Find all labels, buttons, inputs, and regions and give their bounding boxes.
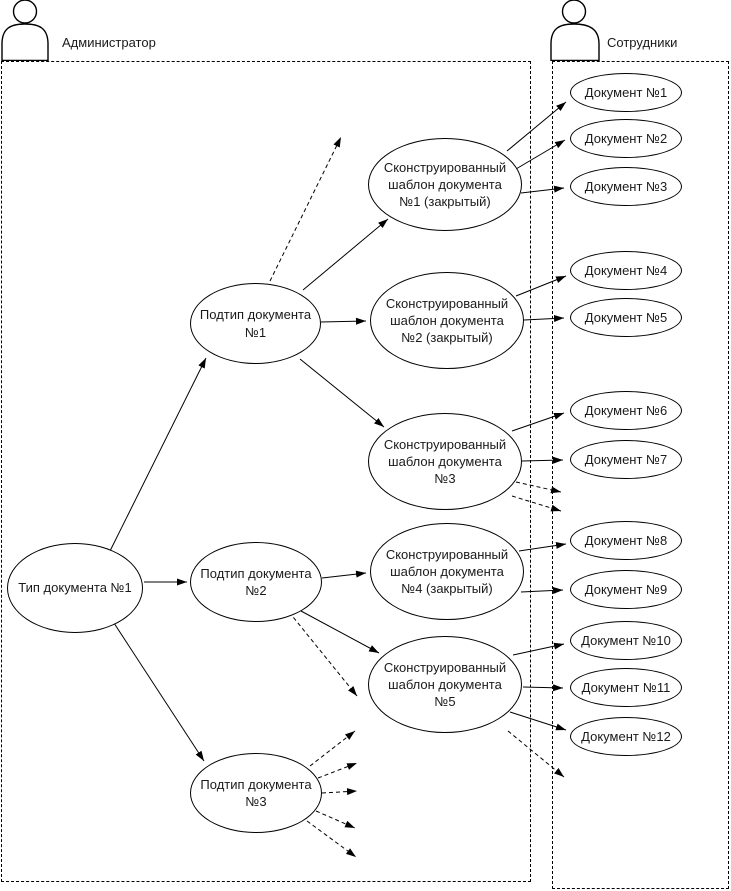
node-doc7: Документ №7	[570, 440, 682, 479]
node-doc10: Документ №10	[570, 621, 682, 660]
edge-tmpl2-doc5	[523, 315, 565, 322]
edge-subtype3-open	[306, 820, 357, 858]
edge-subtype1-tmpl2	[320, 317, 367, 325]
node-doc5: Документ №5	[570, 298, 682, 337]
edge-tmpl5-doc12	[509, 711, 567, 731]
edge-subtype2-tmpl4	[321, 570, 367, 579]
node-doc9: Документ №9	[570, 570, 682, 609]
node-doc12: Документ №12	[570, 717, 682, 756]
edge-subtype1-tmpl3	[299, 358, 385, 428]
node-subtype1: Подтип документа №1	[190, 283, 321, 364]
node-doc4: Документ №4	[570, 251, 682, 290]
node-doc6: Документ №6	[570, 391, 682, 430]
edge-tmpl4-doc8	[518, 542, 567, 552]
staff-label: Сотрудники	[607, 35, 678, 50]
admin-boundary	[1, 61, 531, 882]
edge-tmpl5-open	[507, 730, 565, 778]
edge-subtype3-open	[315, 810, 356, 829]
edge-subtype2-open	[288, 611, 358, 697]
node-doc2: Документ №2	[570, 119, 682, 158]
node-tmpl1: Сконструированный шаблон документа №1 (з…	[368, 138, 522, 231]
edge-subtype3-open	[321, 788, 358, 796]
node-doc1: Документ №1	[570, 73, 682, 112]
edge-type1-subtype3	[111, 619, 205, 762]
staff-boundary	[552, 61, 729, 889]
edge-tmpl1-doc1	[506, 101, 567, 152]
edge-subtype1-open	[269, 136, 342, 282]
edge-tmpl3-open	[511, 495, 562, 512]
edge-tmpl3-doc7	[521, 456, 564, 464]
administrator-label: Администратор	[62, 35, 156, 50]
edge-type1-subtype1	[109, 357, 207, 552]
node-tmpl2: Сконструированный шаблон документа №2 (з…	[370, 272, 524, 369]
edge-tmpl4-doc9	[520, 586, 564, 594]
node-subtype3: Подтип документа №3	[190, 753, 322, 833]
node-doc11: Документ №11	[570, 668, 682, 707]
staff-actor-icon	[549, 0, 601, 61]
edge-tmpl5-doc11	[522, 684, 564, 692]
node-doc8: Документ №8	[570, 521, 682, 560]
node-doc3: Документ №3	[570, 167, 682, 206]
node-type1: Тип документа №1	[7, 543, 143, 633]
edge-tmpl1-doc2	[515, 139, 566, 170]
edge-tmpl1-doc3	[520, 185, 565, 194]
edge-tmpl2-doc4	[515, 275, 567, 297]
node-subtype2: Подтип документа №2	[190, 542, 322, 622]
edge-tmpl5-doc10	[512, 642, 565, 656]
administrator-actor-icon	[0, 0, 50, 61]
node-tmpl3: Сконструированный шаблон документа №3	[368, 413, 522, 510]
edge-subtype2-tmpl5	[300, 610, 380, 654]
edge-subtype3-open	[309, 730, 356, 767]
edge-subtype1-tmpl1	[302, 218, 389, 291]
edge-tmpl3-open	[515, 481, 562, 494]
node-tmpl5: Сконструированный шаблон документа №5	[368, 636, 522, 733]
node-tmpl4: Сконструированный шаблон документа №4 (з…	[370, 523, 524, 620]
edge-tmpl3-doc6	[511, 412, 565, 432]
edge-subtype3-open	[317, 762, 358, 779]
